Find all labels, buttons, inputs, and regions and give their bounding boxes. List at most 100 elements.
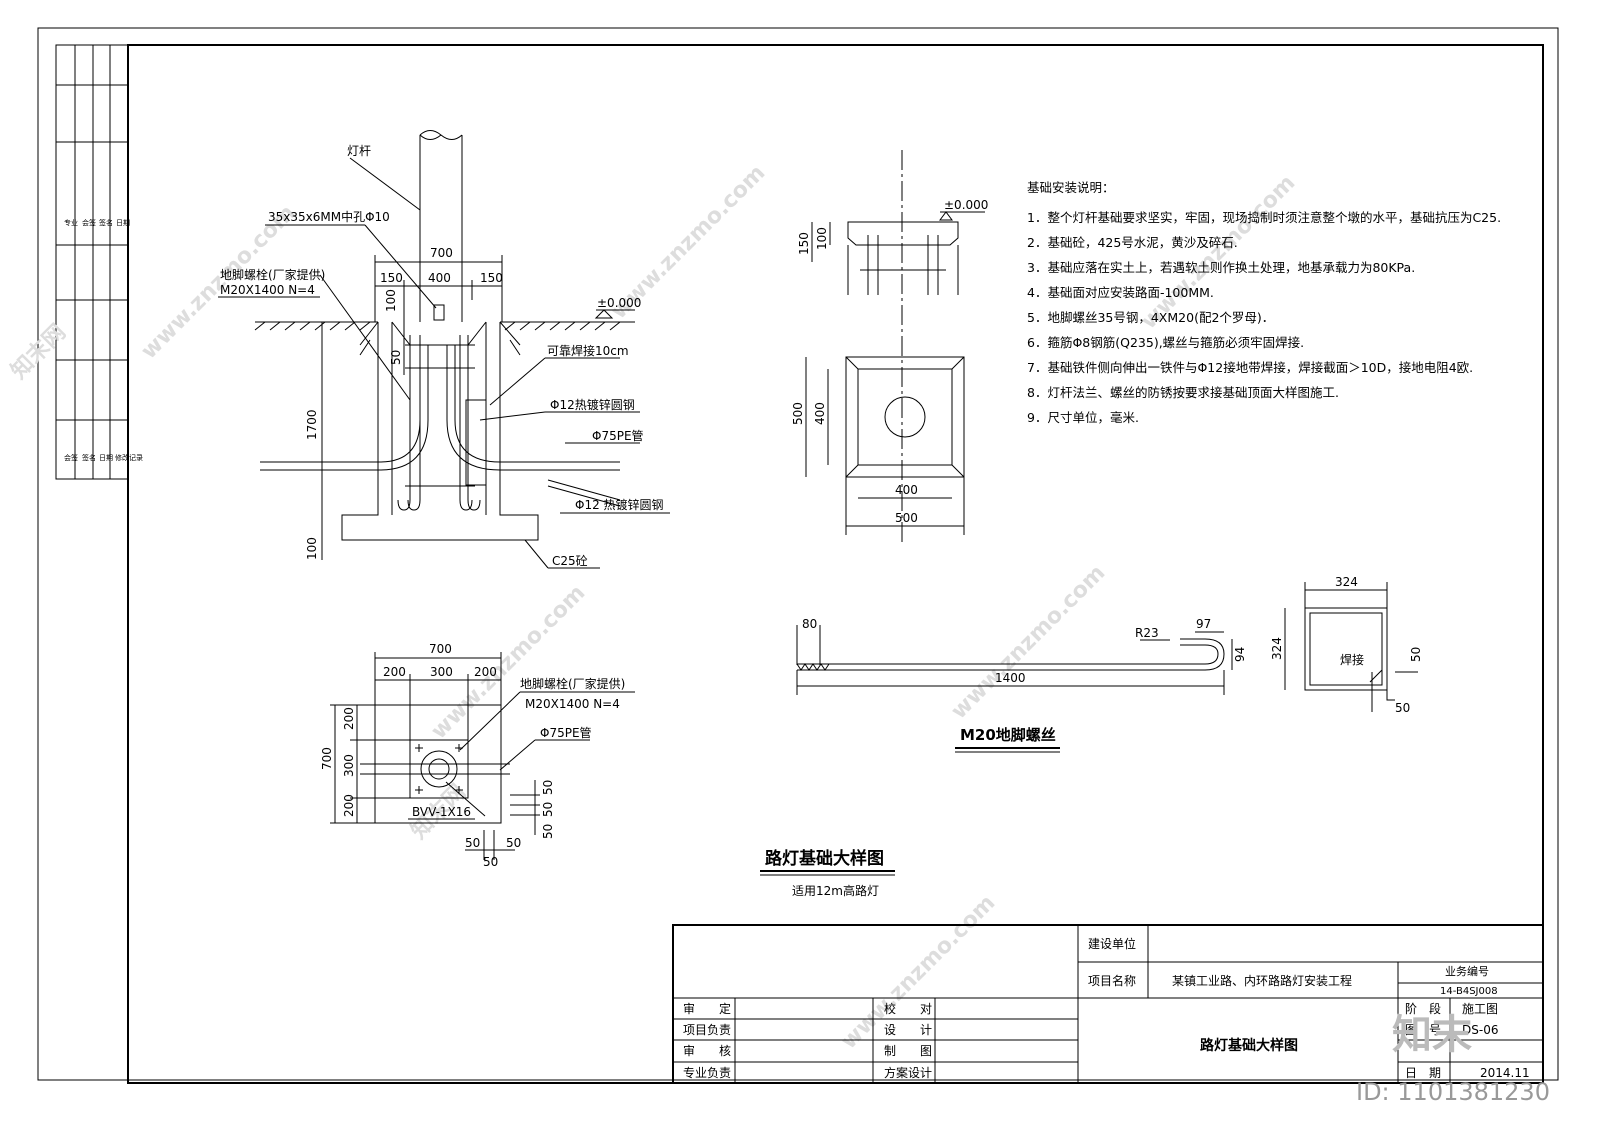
pier-detail: ±0.000 150 100 500 400 400 500 — [791, 150, 988, 545]
elev-dim-100b: 100 — [305, 537, 319, 560]
weld-note: 焊接 — [1340, 652, 1364, 667]
note-4: 4．基础面对应安装路面-100MM. — [1027, 285, 1214, 300]
notes-heading: 基础安装说明： — [1027, 180, 1115, 195]
tb-phase-label: 阶 段 — [1405, 1001, 1441, 1016]
plan-dim-b1: 50 — [465, 836, 480, 850]
tb-row1-l: 审 定 — [683, 1001, 731, 1016]
pier-dim-w400: 400 — [895, 483, 918, 497]
concrete-label: C25砼 — [552, 554, 588, 568]
tb-drawing-title: 路灯基础大样图 — [1200, 1037, 1298, 1054]
strip-top-2: 会签 — [82, 218, 96, 227]
plan-dim-b: 300 — [430, 665, 453, 679]
outer-frame — [37, 27, 1559, 1081]
bolt-dim-94: 94 — [1233, 647, 1247, 662]
bolt-dim-80: 80 — [802, 617, 817, 631]
bolt-dim-r23: R23 — [1135, 626, 1159, 640]
hoop-dim-50b: 50 — [1395, 701, 1410, 715]
id-stamp: ID: 1101381230 — [1356, 1078, 1550, 1106]
tb-jobno-value: 14-B4SJ008 — [1440, 986, 1498, 997]
plan-dim-la: 200 — [342, 707, 356, 730]
hoop-dim-h324: 324 — [1270, 637, 1284, 660]
tb-row3-l: 审 核 — [683, 1043, 731, 1058]
elev-bolt-label: 地脚螺栓(厂家提供) — [220, 267, 325, 282]
elev-dim-1700: 1700 — [305, 409, 319, 440]
note-5: 5．地脚螺丝35号钢，4XM20(配2个罗母)． — [1027, 310, 1274, 325]
plan-dim-c: 200 — [474, 665, 497, 679]
side-strip: 专业 会签 签名 日期 会签 签名 日期 修改记录 — [55, 44, 143, 480]
title-block: 建设单位 项目名称 某镇工业路、内环路路灯安装工程 业务编号 14-B4SJ00… — [672, 924, 1544, 1084]
hoop-dim-w324: 324 — [1335, 575, 1358, 589]
bolt-dim-1400: 1400 — [995, 671, 1026, 685]
strip-bot-1: 会签 — [64, 453, 78, 462]
note-9: 9．尺寸单位，毫米. — [1027, 410, 1139, 425]
plan-dim-b2: 50 — [506, 836, 521, 850]
note-1: 1．整个灯杆基础要求坚实，牢固，现场捣制时须注意整个墩的水平，基础抗压为C25. — [1027, 210, 1501, 225]
elev-level: ±0.000 — [597, 296, 641, 310]
strip-top-3: 签名 — [99, 218, 113, 227]
plan-bolt-spec: M20X1400 N=4 — [525, 697, 620, 711]
tb-row2-l: 项目负责 — [683, 1023, 731, 1037]
elev-dim-100: 100 — [384, 289, 398, 312]
tb-row4-l: 专业负责 — [683, 1065, 731, 1080]
plan-bolt-label: 地脚螺栓(厂家提供) — [520, 676, 625, 691]
hoop-dim-50a: 50 — [1409, 647, 1423, 662]
plan-dim-top: 700 — [429, 642, 452, 656]
steel12-label: Φ12热镀锌圆钢 — [550, 398, 635, 412]
bolt-title: M20地脚螺丝 — [960, 726, 1056, 744]
foundation-plan: 700 200 300 200 700 200 300 200 50 50 50… — [320, 642, 635, 869]
tb-sheet-value: DS-06 — [1462, 1023, 1498, 1037]
pier-dim-h100: 100 — [815, 227, 829, 250]
tb-sheet-label: 图 号 — [1405, 1023, 1441, 1037]
inner-frame — [127, 44, 1544, 1084]
plan-dim-r3: 50 — [541, 824, 555, 839]
elev-dim-700: 700 — [430, 246, 453, 260]
tb-project-label: 项目名称 — [1088, 973, 1136, 988]
tb-row2-m: 设 计 — [884, 1023, 932, 1037]
plan-dim-r2: 50 — [541, 802, 555, 817]
bolt-detail: 80 R23 97 94 1400 324 324 焊接 50 50 M20地脚… — [796, 575, 1423, 753]
tb-row4-m: 方案设计 — [884, 1065, 932, 1080]
plan-dim-lb: 300 — [342, 754, 356, 777]
tb-date-value: 2014.11 — [1480, 1066, 1530, 1080]
note-2: 2．基础砼，425号水泥，黄沙及碎石. — [1027, 235, 1238, 250]
elev-dim-150b: 150 — [480, 271, 503, 285]
pipe-label: Φ75PE管 — [592, 428, 644, 443]
tb-row1-m: 校 对 — [884, 1001, 932, 1016]
plan-dim-b3: 50 — [483, 855, 498, 869]
tb-date-label: 日 期 — [1405, 1066, 1441, 1080]
elev-bolt-spec: M20X1400 N=4 — [220, 283, 315, 297]
pier-level: ±0.000 — [944, 198, 988, 212]
elev-dim-50: 50 — [389, 350, 403, 365]
corner-logo: 知末 — [1392, 1012, 1472, 1058]
pier-dim-w500: 500 — [895, 511, 918, 525]
foundation-section: ±0.000 700 150 400 150 100 50 1700 100 灯… — [218, 130, 670, 569]
tb-row3-m: 制 图 — [884, 1044, 932, 1058]
note-3: 3．基础应落在实土上，若遇软土则作换土处理，地基承载力为80KPa. — [1027, 260, 1415, 275]
note-7: 7．基础铁件侧向伸出一铁件与Φ12接地带焊接，焊接截面＞10D，接地电阻4欧. — [1027, 360, 1473, 375]
main-subtitle: 适用12m高路灯 — [792, 883, 879, 898]
strip-top-1: 专业 — [64, 218, 78, 227]
pier-dim-v400: 400 — [813, 402, 827, 425]
note-8: 8．灯杆法兰、螺丝的防锈按要求接基础顶面大样图施工. — [1027, 385, 1339, 400]
plate-label: 35x35x6MM中孔Φ10 — [268, 209, 390, 224]
steel12b-label: Φ12 热镀锌圆钢 — [575, 498, 664, 512]
strip-top-4: 日期 — [116, 219, 130, 227]
pole-label: 灯杆 — [347, 144, 371, 158]
elev-dim-400: 400 — [428, 271, 451, 285]
strip-bot-4: 修改记录 — [115, 453, 143, 462]
tb-client-label: 建设单位 — [1088, 936, 1136, 951]
elev-dim-150a: 150 — [380, 271, 403, 285]
plan-dim-r1: 50 — [541, 780, 555, 795]
watermark-text-5: www.znzmo.com — [947, 560, 1111, 724]
plan-dim-lc: 200 — [342, 794, 356, 817]
plan-dim-a: 200 — [383, 665, 406, 679]
main-title: 路灯基础大样图 — [765, 848, 884, 869]
note-6: 6．箍筋Φ8钢筋(Q235),螺丝与箍筋必须牢固焊接. — [1027, 335, 1304, 350]
plan-dim-left: 700 — [320, 747, 334, 770]
cable-label: BVV-1X16 — [412, 805, 471, 819]
bolt-dim-97: 97 — [1196, 617, 1211, 631]
tb-jobno-label: 业务编号 — [1445, 964, 1489, 978]
watermark-text-4: www.znzmo.com — [427, 580, 591, 744]
tb-project-value: 某镇工业路、内环路路灯安装工程 — [1172, 973, 1352, 988]
